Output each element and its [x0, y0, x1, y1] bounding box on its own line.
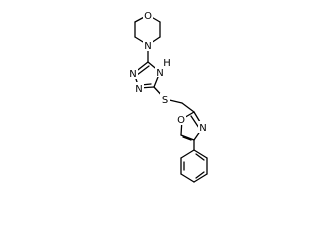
- nitrogen-label: N: [129, 69, 136, 80]
- atom-thioether-s: S: [160, 93, 170, 106]
- bond: [195, 171, 205, 179]
- atom-oxazole-n: N: [198, 121, 208, 134]
- atom-oxazole-o: O: [176, 113, 186, 126]
- bond: [182, 136, 192, 141]
- atom-morpholine-o: O: [143, 9, 153, 22]
- oxygen-label: O: [177, 115, 185, 126]
- oxygen-label: O: [144, 11, 152, 22]
- benzene-ring: [180, 149, 208, 183]
- sulfur-label: S: [162, 95, 168, 106]
- nitrogen-label: N: [156, 68, 163, 79]
- bond: [180, 149, 195, 159]
- nitrogen-label: N: [135, 84, 142, 95]
- bond: [190, 115, 200, 129]
- hydrogen-label: H: [163, 58, 171, 69]
- bond: [193, 173, 208, 183]
- atom-triazole-n2: N: [134, 82, 144, 95]
- molecule-structure: O N N H N N S N O: [128, 9, 208, 183]
- bond: [195, 153, 205, 161]
- bond: [181, 102, 195, 113]
- atom-triazole-nh: N H: [155, 56, 172, 79]
- nitrogen-label: N: [144, 41, 151, 52]
- atom-triazole-n1: N: [128, 67, 138, 80]
- bond: [193, 149, 208, 159]
- nitrogen-label: N: [199, 123, 206, 134]
- bond: [180, 173, 195, 183]
- molecule-canvas: O N N H N N S N O: [128, 9, 208, 183]
- bond: [136, 65, 150, 76]
- atom-morpholine-n: N: [143, 39, 153, 52]
- bond: [180, 134, 195, 141]
